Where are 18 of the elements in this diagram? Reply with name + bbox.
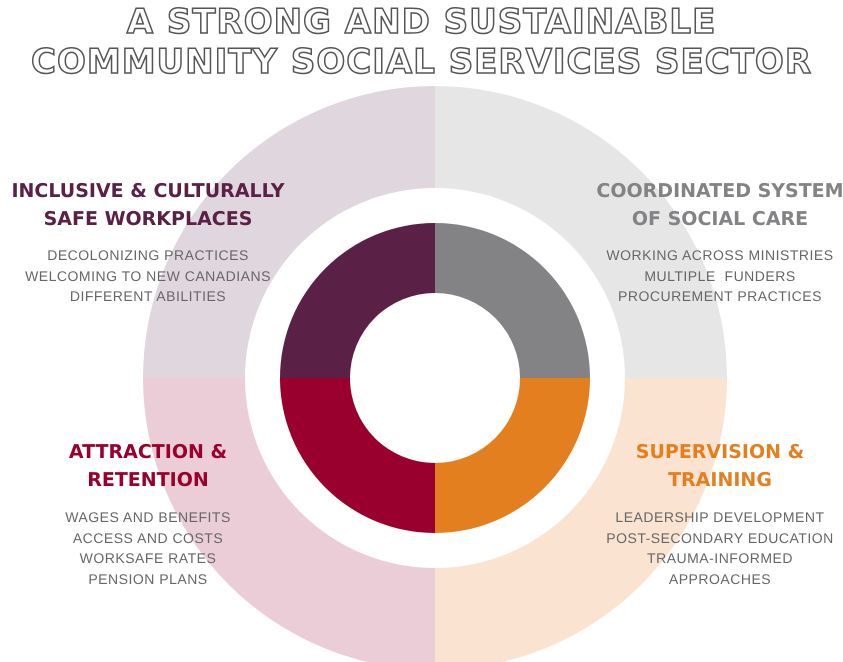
list-item: WORKSAFE RATES <box>78 549 218 568</box>
list-item: PENSION PLANS <box>87 570 209 588</box>
quadrant-heading: ATTRACTION & RETENTION <box>68 440 228 493</box>
quadrant-heading: SUPERVISION & TRAINING <box>635 440 805 493</box>
title: A STRONG AND SUSTAINABLE COMMUNITY SOCIAL SERVICES SECTOR <box>30 2 813 82</box>
list-item: PROCUREMENT PRACTICES <box>617 287 823 306</box>
list-item: ACCESS AND COSTS <box>72 528 224 548</box>
list-item: TRAUMA-INFORMED APPROACHES <box>646 549 794 588</box>
list-item: DIFFERENT ABILITIES <box>68 287 228 306</box>
list-item: LEADERSHIP DEVELOPMENT <box>614 508 826 527</box>
list-item: WELCOMING TO NEW CANADIANS <box>24 266 272 286</box>
quadrant-heading: INCLUSIVE & CULTURALLY SAFE WORKPLACES <box>10 179 286 232</box>
list-item: WORKING ACROSS MINISTRIES <box>605 246 835 265</box>
list-item: WAGES AND BENEFITS <box>64 508 232 527</box>
list-item: POST-SECONDARY EDUCATION <box>605 528 835 548</box>
list-item: DECOLONIZING PRACTICES <box>46 246 250 265</box>
list-item: MULTIPLE FUNDERS <box>643 266 797 286</box>
quadrant-heading: COORDINATED SYSTEM OF SOCIAL CARE <box>595 179 843 232</box>
